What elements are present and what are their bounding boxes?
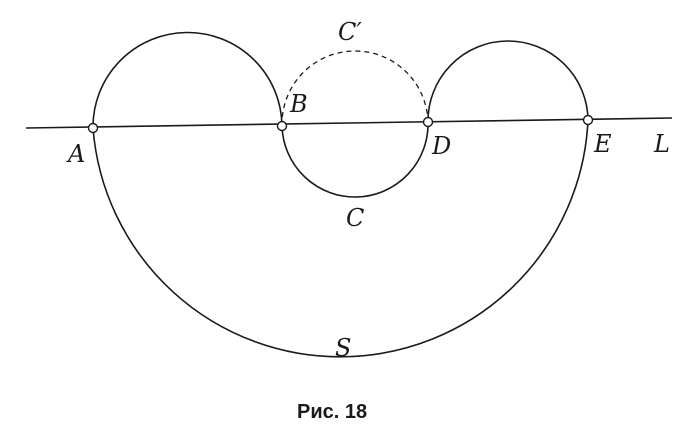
- label-c-prime: C′: [338, 18, 362, 46]
- large-lower-arc-s: [92, 119, 589, 358]
- lower-arc-c: [281, 121, 429, 198]
- label-s: S: [335, 334, 351, 362]
- right-upper-arc: [427, 40, 589, 123]
- point-e: [582, 114, 594, 126]
- figure-caption: Рис. 18: [297, 401, 367, 423]
- left-upper-arc: [92, 31, 283, 129]
- line-l: [25, 117, 673, 129]
- point-d: [422, 116, 434, 128]
- label-e: E: [593, 130, 612, 158]
- label-a: A: [66, 140, 85, 168]
- label-c: C: [346, 204, 364, 232]
- label-d: D: [431, 132, 451, 160]
- point-a: [87, 122, 99, 134]
- label-l: L: [653, 130, 670, 158]
- label-b: B: [289, 90, 308, 118]
- point-b: [276, 120, 288, 132]
